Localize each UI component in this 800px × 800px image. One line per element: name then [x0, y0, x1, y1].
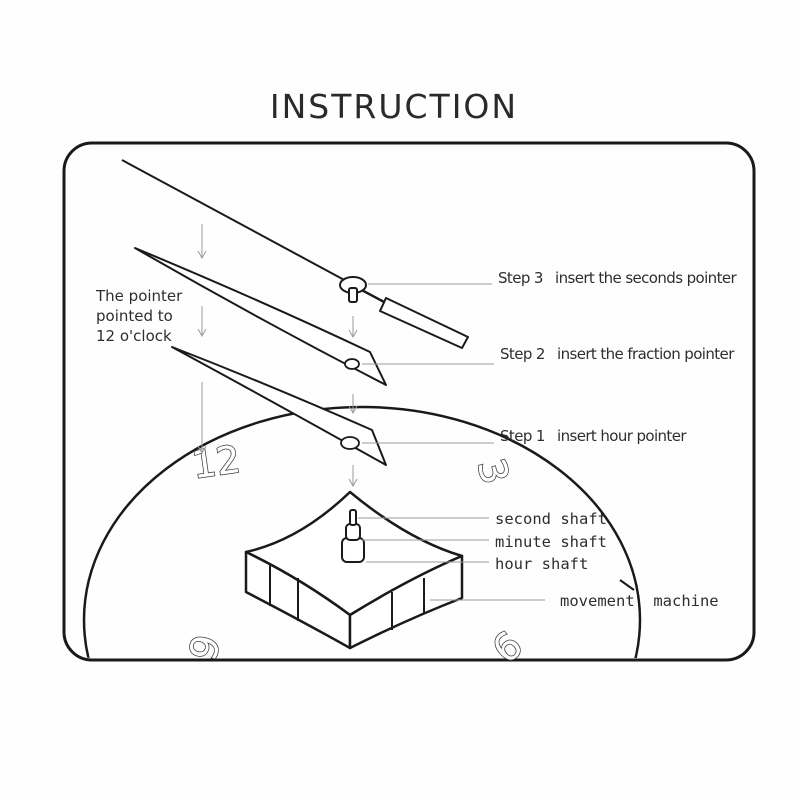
minute-shaft: [345, 523, 361, 541]
minute-shaft-label: minute shaft: [495, 533, 607, 551]
shaft-stack: [341, 509, 365, 563]
note-line-1: The pointer: [95, 287, 183, 305]
step-2-label: Step 2 insert the fraction pointer: [500, 345, 736, 363]
leader-lines: [358, 283, 545, 601]
step-3-text: insert the seconds pointer: [555, 269, 737, 287]
step-1-text: insert hour pointer: [557, 427, 687, 445]
arrow-down-icon: [348, 316, 358, 339]
hour-pointer-hole: [340, 436, 360, 450]
arrow-down-icon: [348, 465, 358, 488]
step-3-number: Step 3: [498, 269, 543, 287]
minute-pointer: [134, 247, 387, 386]
minute-pointer-hole: [344, 358, 360, 370]
page-title: INSTRUCTION: [270, 87, 518, 126]
dial-numeral-6: 6: [484, 623, 531, 672]
dial-tick: [619, 579, 635, 591]
movement-right-face: [348, 554, 464, 650]
hour-pointer: [171, 346, 387, 466]
hour-shaft: [341, 537, 365, 563]
step-3-label: Step 3 insert the seconds pointer: [498, 269, 738, 287]
arrow-down-icon: [197, 224, 207, 260]
dial-numeral-12: 12: [189, 437, 243, 487]
arrow-down-icon: [348, 394, 358, 415]
diagram-frame: [62, 141, 756, 662]
clock-dial-outline: [82, 405, 642, 658]
second-shaft: [349, 509, 357, 526]
hour-shaft-label: hour shaft: [495, 555, 588, 573]
guide-arrows: [197, 224, 358, 488]
note-line-2: pointed to: [96, 307, 173, 325]
second-shaft-label: second shaft: [495, 510, 607, 528]
pointer-note: The pointer pointed to 12 o'clock: [95, 287, 183, 345]
step-1-number: Step 1: [500, 427, 545, 445]
step-1-label: Step 1 insert hour pointer: [500, 427, 688, 445]
arrow-down-icon: [197, 382, 207, 455]
arrow-down-icon: [197, 306, 207, 338]
dial-numeral-3: 3: [469, 454, 518, 489]
step-2-text: insert the fraction pointer: [557, 345, 735, 363]
seconds-pointer: [121, 159, 469, 349]
movement-machine-label: movement machine: [560, 592, 719, 610]
note-line-3: 12 o'clock: [96, 327, 172, 345]
step-2-number: Step 2: [500, 345, 545, 363]
